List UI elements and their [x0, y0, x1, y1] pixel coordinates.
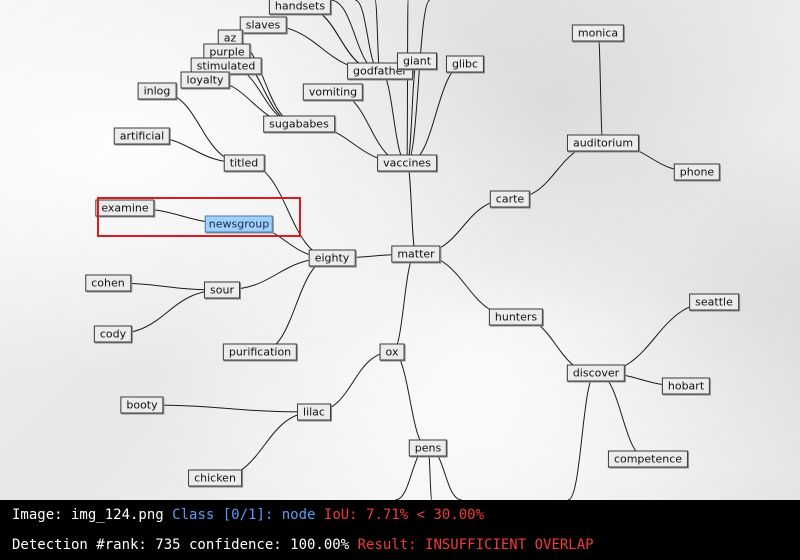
node-sugababes[interactable]: sugababes	[263, 115, 335, 133]
node-seattle[interactable]: seattle	[689, 293, 739, 311]
node-auditorium[interactable]: auditorium	[566, 134, 640, 152]
status-line-2: Detection #rank: 735 confidence: 100.00%…	[12, 537, 594, 553]
edge-ox-pens	[391, 351, 429, 449]
edge-vaccines-matter	[406, 162, 417, 255]
edge-offscreen-9	[567, 372, 597, 500]
status-bar: Image: img_124.png Class [0/1]: node IoU…	[0, 500, 800, 560]
edge-discover-competence	[595, 372, 649, 460]
node-hunters[interactable]: hunters	[488, 308, 544, 326]
node-sour[interactable]: sour	[204, 281, 240, 299]
node-vomiting[interactable]: vomiting	[302, 83, 364, 101]
node-slaves[interactable]: slaves	[239, 16, 287, 34]
node-phone[interactable]: phone	[673, 163, 721, 181]
node-matter[interactable]: matter	[391, 245, 441, 263]
node-ox[interactable]: ox	[379, 343, 405, 361]
node-carte[interactable]: carte	[489, 190, 531, 208]
edge-purification-eighty	[259, 257, 333, 353]
node-vaccines[interactable]: vaccines	[377, 154, 437, 172]
result-label: Result: INSUFFICIENT OVERLAP	[357, 537, 594, 553]
node-hobart[interactable]: hobart	[661, 377, 711, 395]
node-examine[interactable]: examine	[95, 199, 155, 217]
node-cohen[interactable]: cohen	[85, 274, 131, 292]
node-cody[interactable]: cody	[93, 325, 133, 343]
node-purple[interactable]: purple	[203, 43, 251, 61]
edge-titled-eighty	[243, 162, 333, 259]
node-pens[interactable]: pens	[408, 439, 448, 457]
edge-offscreen-4	[406, 0, 409, 164]
class-label: Class [0/1]: node	[172, 507, 316, 523]
edge-vomiting-vaccines	[332, 91, 408, 164]
node-godfather[interactable]: godfather	[347, 62, 413, 80]
node-booty[interactable]: booty	[120, 396, 164, 414]
node-discover[interactable]: discover	[566, 364, 626, 382]
node-newsgroup[interactable]: newsgroup	[204, 215, 274, 233]
edge-discover-seattle	[595, 301, 715, 374]
node-monica[interactable]: monica	[571, 24, 625, 42]
image-label: Image: img_124.png	[12, 507, 164, 523]
iou-label: IoU: 7.71% < 30.00%	[323, 507, 485, 523]
node-competence[interactable]: competence	[607, 450, 689, 468]
node-handsets[interactable]: handsets	[268, 0, 332, 15]
node-loyalty[interactable]: loyalty	[180, 71, 230, 89]
edge-offscreen-3	[374, 0, 381, 72]
node-lilac[interactable]: lilac	[297, 403, 331, 421]
edge-lilac-booty	[141, 404, 315, 413]
node-giant[interactable]: giant	[396, 52, 438, 70]
node-titled[interactable]: titled	[223, 154, 265, 172]
node-artificial[interactable]: artificial	[113, 127, 171, 145]
status-line-1: Image: img_124.png Class [0/1]: node IoU…	[12, 507, 484, 523]
node-glibc[interactable]: glibc	[445, 55, 485, 73]
edge-matter-ox	[391, 253, 417, 353]
edge-lilac-chicken	[214, 411, 315, 479]
detection-label: Detection #rank: 735 confidence: 100.00%	[12, 537, 350, 553]
edge-godfather-vaccines	[379, 70, 408, 164]
node-eighty[interactable]: eighty	[308, 249, 356, 267]
node-inlog[interactable]: inlog	[137, 82, 177, 100]
edge-monica-auditorium	[597, 32, 604, 144]
node-chicken[interactable]: chicken	[188, 469, 242, 487]
node-purification[interactable]: purification	[222, 343, 298, 361]
